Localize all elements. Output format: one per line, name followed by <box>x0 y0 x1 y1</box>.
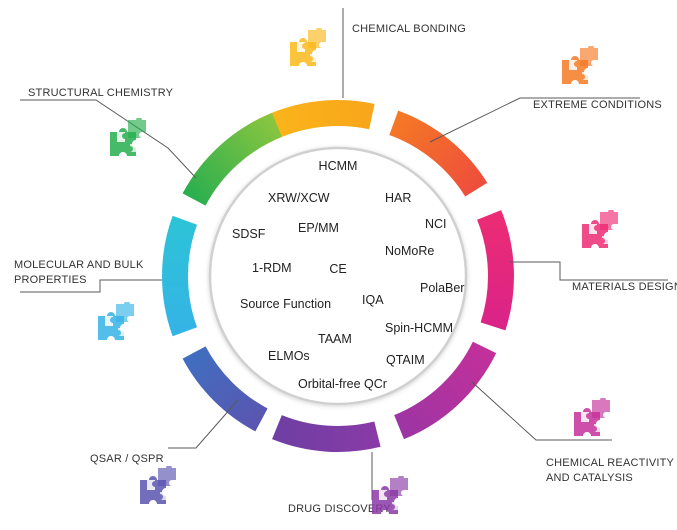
ring-segment-qsar-qspr <box>182 346 268 432</box>
method-term: EP/MM <box>298 221 339 235</box>
puzzle-icon <box>372 476 408 514</box>
puzzle-icon <box>98 302 134 340</box>
method-term: Source Function <box>240 297 331 311</box>
segment-label-molecular-bulk: MOLECULAR AND BULK <box>14 259 144 271</box>
segment-label-structural-chemistry: STRUCTURAL CHEMISTRY <box>28 87 174 99</box>
ring-segment-extreme-conditions <box>389 110 488 197</box>
segment-label-materials-design: MATERIALS DESIGN <box>572 281 677 293</box>
segment-label-qsar-qspr: QSAR / QSPR <box>90 453 164 465</box>
method-term: HCMM <box>319 159 358 173</box>
leader-line-extreme-conditions <box>429 97 640 143</box>
method-term: IQA <box>362 293 384 307</box>
method-term: 1-RDM <box>252 261 292 275</box>
method-term: HAR <box>385 191 411 205</box>
ring-segment-structural-chemistry <box>182 112 282 206</box>
method-term: Spin-HCMM <box>385 321 453 335</box>
segment-label-drug-discovery: DRUG DISCOVERY <box>288 503 391 515</box>
method-term: NCI <box>425 217 447 231</box>
center-circle <box>208 146 468 406</box>
method-term: NoMoRe <box>385 244 434 258</box>
method-term: CE <box>329 262 346 276</box>
puzzle-icon <box>110 118 146 156</box>
ring-segment-chemical-reactivity <box>394 341 497 440</box>
puzzle-icon <box>290 28 326 66</box>
segment-labels: CHEMICAL BONDING EXTREME CONDITIONS MATERI… <box>14 23 677 515</box>
segment-label-chemical-reactivity: CHEMICAL REACTIVITY <box>546 457 675 469</box>
method-term: XRW/XCW <box>268 191 330 205</box>
ring-segment-drug-discovery <box>272 415 381 452</box>
method-term: SDSF <box>232 227 266 241</box>
leader-line-structural-chemistry <box>20 99 197 179</box>
method-term: ELMOs <box>268 349 310 363</box>
ring <box>162 99 514 452</box>
leader-line-chemical-reactivity <box>471 381 612 441</box>
method-term: QTAIM <box>386 353 425 367</box>
leader-line-molecular-bulk <box>20 279 162 293</box>
method-term: TAAM <box>318 332 352 346</box>
puzzle-icon <box>562 46 598 84</box>
leader-line-materials-design <box>510 261 668 281</box>
segment-label-extreme-conditions: EXTREME CONDITIONS <box>533 99 662 111</box>
ring-segment-chemical-bonding <box>250 99 375 147</box>
method-term: Orbital-free QCr <box>298 377 387 391</box>
ring-segment-materials-design <box>477 210 514 331</box>
segment-label-molecular-bulk: PROPERTIES <box>14 274 87 286</box>
leader-line-qsar-qspr <box>168 399 239 449</box>
method-terms: HCMM XRW/XCW HAR NCI SDSF EP/MM NoMoRe 1-RDM CE P… <box>232 159 464 391</box>
segment-label-chemical-bonding: CHEMICAL BONDING <box>352 23 466 35</box>
ring-segment-molecular-bulk <box>162 215 198 337</box>
segment-label-chemical-reactivity: AND CATALYSIS <box>546 472 633 484</box>
puzzle-icon <box>582 210 618 248</box>
method-term: PolaBer <box>420 281 464 295</box>
puzzle-icon <box>574 398 610 436</box>
puzzle-icon <box>140 466 176 504</box>
